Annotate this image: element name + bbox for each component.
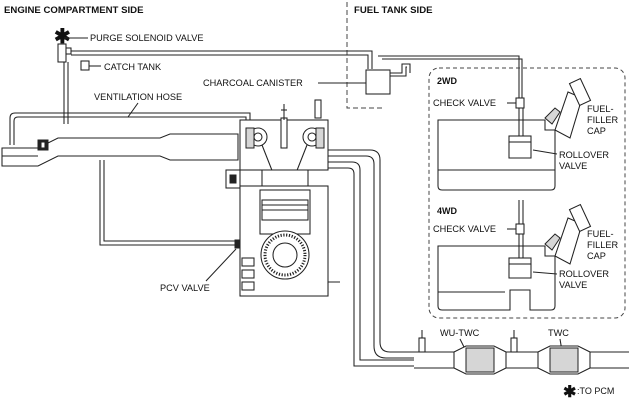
4wd-fuel-filler-2: FILLER [587, 240, 619, 250]
exhaust-pipe-a2 [328, 155, 414, 359]
twc-label: TWC [548, 328, 569, 338]
4wd-vent-tube [518, 200, 524, 224]
2wd-check-valve [515, 97, 525, 109]
2wd-check-valve-label: CHECK VALVE [433, 98, 496, 108]
legend-asterisk-icon: ✱ [563, 384, 576, 400]
engine [225, 99, 340, 297]
canister-vent-tube-2 [390, 66, 407, 77]
intake-duct [1, 133, 239, 167]
2wd-fuel-filler-1: FUEL- [587, 104, 614, 114]
pcv-valve [234, 239, 240, 249]
purge-line-inner [71, 54, 369, 69]
front-o2-sensor [418, 330, 426, 353]
wu-twc-label: WU-TWC [440, 328, 480, 338]
catch-tank-label: CATCH TANK [104, 62, 162, 72]
legend-to-pcm: :TO PCM [577, 386, 614, 396]
ventilation-hose-2 [13, 116, 247, 145]
4wd-check-valve-label: CHECK VALVE [433, 224, 496, 234]
wu-twc-core [465, 347, 495, 373]
pcv-hose [99, 160, 236, 246]
canister-to-tank-line-2 [382, 58, 523, 100]
canister-vent-tube [390, 63, 411, 74]
4wd-fuel-filler-3: CAP [587, 251, 606, 261]
4wd-rollover-leader [532, 271, 558, 275]
exhaust-pipe-a [328, 149, 414, 353]
4wd-rollover-body [508, 264, 532, 279]
2wd-tank [437, 119, 556, 191]
2wd-fuel-filler-3: CAP [587, 126, 606, 136]
fuel-tank-panel [428, 67, 626, 319]
2wd-fuel-filler-2: FILLER [587, 115, 619, 125]
purge-line [71, 50, 373, 69]
purge-solenoid-valve-label: PURGE SOLENOID VALVE [90, 33, 204, 43]
2wd-rollover-leader [532, 149, 558, 155]
catch-tank [80, 60, 90, 71]
4wd-rollover-label-2: VALVE [559, 280, 587, 290]
vent-hose-leader [127, 102, 139, 118]
ventilation-hose [9, 112, 251, 145]
4wd-rollover-valve [508, 257, 532, 265]
2wd-title: 2WD [437, 76, 458, 86]
maf-sensor-inner [40, 141, 46, 149]
4wd-rollover-label-1: ROLLOVER [559, 269, 609, 279]
twc-core [549, 347, 579, 373]
4wd-filler-neck [544, 203, 592, 265]
fuel-tank-side-heading: FUEL TANK SIDE [354, 5, 433, 16]
4wd-tank [437, 245, 556, 311]
exhaust-pipe-b2 [328, 167, 414, 367]
2wd-rollover-label-2: VALVE [559, 161, 587, 171]
engine-compartment-heading: ENGINE COMPARTMENT SIDE [4, 5, 144, 16]
canister-to-tank-line [378, 55, 520, 100]
pcm-asterisk-icon: ✱ [54, 26, 71, 48]
2wd-rollover-body [508, 142, 532, 159]
pcv-leader [205, 248, 237, 282]
2wd-filler-neck [544, 77, 592, 139]
charcoal-canister [365, 69, 391, 95]
2wd-tube [518, 108, 524, 136]
4wd-tube [518, 234, 524, 258]
4wd-check-valve [515, 223, 525, 235]
ventilation-hose-label: VENTILATION HOSE [94, 92, 182, 102]
pcv-hose-2 [103, 160, 236, 242]
2wd-rollover-valve [508, 135, 532, 143]
section-divider [346, 2, 383, 109]
exhaust-pipe-b [328, 161, 414, 361]
4wd-fuel-filler-1: FUEL- [587, 229, 614, 239]
rear-o2-sensor [510, 330, 518, 353]
2wd-rollover-label-1: ROLLOVER [559, 150, 609, 160]
pcv-valve-label: PCV VALVE [160, 283, 210, 293]
charcoal-canister-label: CHARCOAL CANISTER [203, 78, 303, 88]
4wd-title: 4WD [437, 206, 458, 216]
